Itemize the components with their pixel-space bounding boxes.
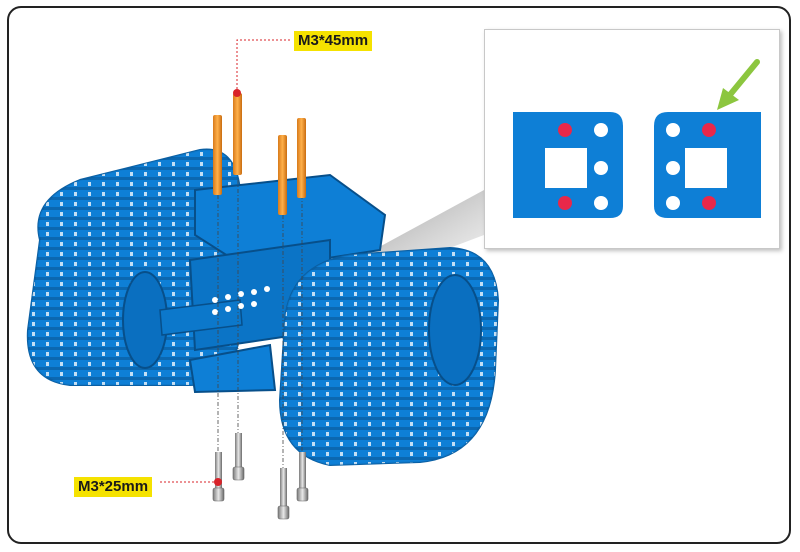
right-track xyxy=(278,246,500,467)
chassis xyxy=(159,173,387,394)
screw-size-label: M3*25mm xyxy=(74,477,153,497)
bracket-left xyxy=(513,112,623,218)
arrow-icon xyxy=(717,59,760,110)
callout-markers xyxy=(158,39,292,486)
screws-m3x25 xyxy=(212,433,309,520)
bracket-right xyxy=(654,112,761,218)
standoffs-m3x45 xyxy=(213,93,306,215)
guide-lines xyxy=(217,180,303,470)
detail-inset xyxy=(484,29,780,249)
left-track xyxy=(26,148,241,386)
standoff-size-label: M3*45mm xyxy=(294,31,373,51)
